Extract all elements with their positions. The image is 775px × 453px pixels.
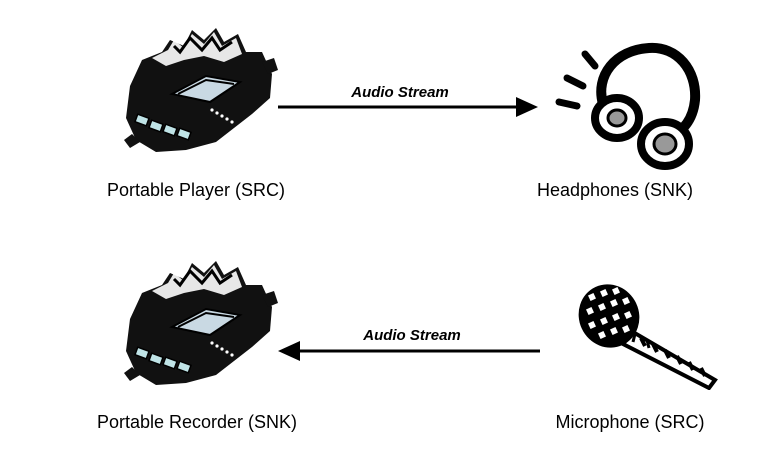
audio-stream-arrow-bottom bbox=[278, 341, 540, 361]
headphones-label: Headphones (SNK) bbox=[536, 180, 694, 200]
audio-stream-label-top: Audio Stream bbox=[351, 84, 449, 101]
microphone-label: Microphone (SRC) bbox=[555, 412, 705, 432]
microphone-icon bbox=[578, 284, 718, 390]
portable-recorder-node bbox=[112, 255, 284, 393]
portable-recorder-label: Portable Recorder (SNK) bbox=[96, 412, 298, 432]
headphones-icon bbox=[555, 42, 701, 170]
cd-player-icon bbox=[124, 28, 278, 152]
microphone-node bbox=[575, 280, 725, 390]
portable-player-node bbox=[112, 22, 284, 160]
cd-player-icon bbox=[124, 261, 278, 385]
headphones-node bbox=[545, 40, 715, 180]
audio-stream-arrow-top bbox=[278, 97, 538, 117]
portable-player-label: Portable Player (SRC) bbox=[106, 180, 286, 200]
audio-stream-label-bottom: Audio Stream bbox=[363, 327, 461, 344]
